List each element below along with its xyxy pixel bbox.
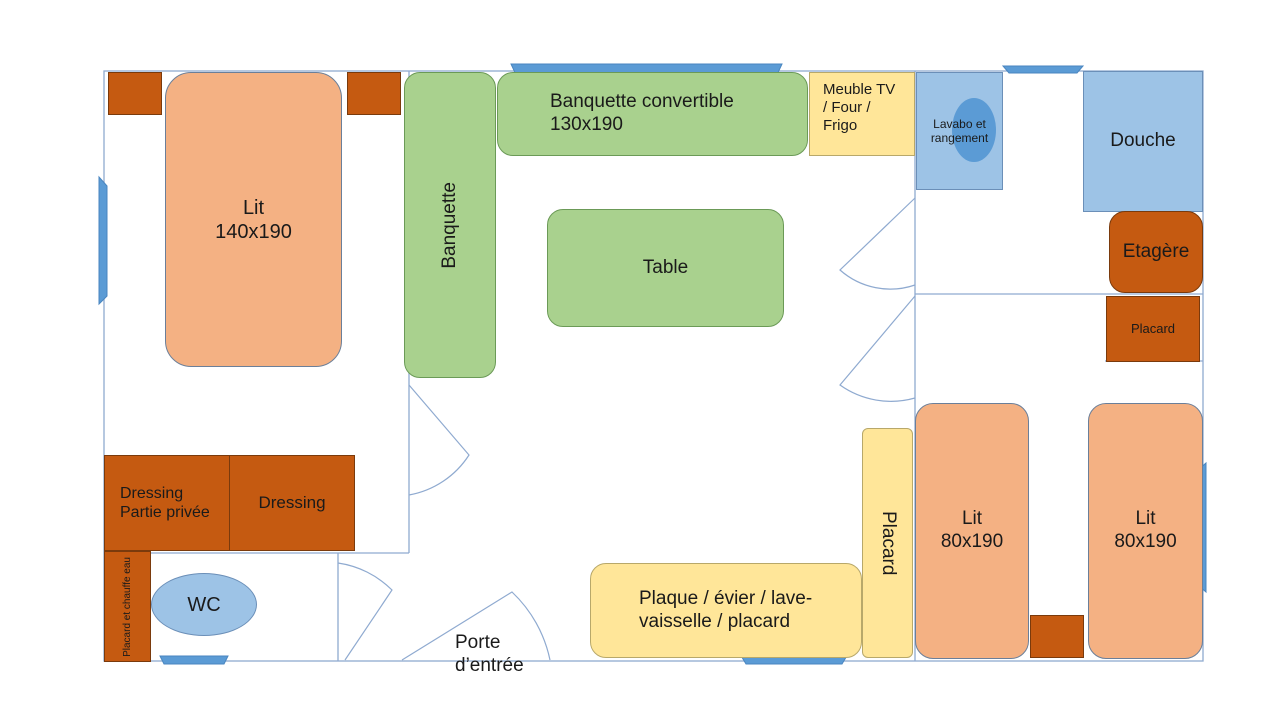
shower: Douche (1083, 71, 1203, 212)
bed-single-left-label: Lit (961, 508, 983, 530)
cupboard-label: Placard (1130, 321, 1176, 337)
tv-unit-line3: Frigo (823, 117, 858, 134)
shelf: Etagère (1109, 211, 1203, 293)
dressing-private-sub: Partie privée (120, 504, 210, 521)
placard-water-heater: Placard et chauffe eau (104, 551, 151, 662)
window-top-bath (1001, 65, 1085, 74)
bed-single-right-size: 80x190 (1114, 531, 1177, 552)
tv-unit-line1: Meuble TV (823, 81, 896, 98)
bench: Banquette (404, 72, 496, 378)
entry-label-line2: d’entrée (455, 654, 524, 676)
table-label: Table (642, 256, 689, 278)
window-bottom-wc (159, 655, 229, 665)
shelf-label: Etagère (1122, 240, 1190, 262)
door-swing-wc (337, 562, 393, 661)
storage-block (347, 72, 401, 115)
washbasin-sub: rangement (930, 131, 989, 145)
door-swing-bedroom (408, 384, 470, 496)
door-swing-bathroom (839, 197, 916, 290)
kitchen-counter-line2: vaisselle / placard (639, 610, 791, 632)
bed-double: Lit 140x190 (165, 72, 342, 367)
dressing-private-label: Dressing (120, 484, 184, 502)
bed-single-right: Lit 80x190 (1088, 403, 1203, 659)
tv-oven-fridge-unit: Meuble TV / Four / Frigo (809, 72, 915, 156)
storage-block (108, 72, 162, 115)
tall-cupboard: Placard (862, 428, 913, 658)
dining-table: Table (547, 209, 784, 327)
wc-label: WC (187, 593, 221, 616)
cupboard: Placard (1106, 296, 1200, 362)
bed-single-left-size: 80x190 (940, 531, 1004, 552)
bed-single-right-label: Lit (1135, 508, 1156, 530)
door-swing-entry (401, 591, 551, 661)
entry-door-label: Porte d’entrée (455, 632, 565, 690)
bench-label: Banquette (438, 181, 460, 269)
dressing-private: Dressing Partie privée (104, 455, 230, 551)
wc-bowl: WC (151, 573, 257, 636)
shower-label: Douche (1110, 130, 1176, 152)
sofa-bed-size: 130x190 (550, 114, 623, 135)
sofa-bed-label: Banquette convertible (550, 91, 734, 113)
door-swing-bedroom-2 (839, 295, 916, 402)
entry-label-line1: Porte (455, 632, 501, 653)
washbasin (952, 98, 996, 162)
placard-water-heater-label: Placard et chauffe eau (121, 556, 133, 657)
dressing-label: Dressing (258, 492, 326, 512)
washbasin-unit: Lavabo et rangement (916, 72, 1003, 190)
bed-label: Lit (242, 196, 265, 219)
nightstand (1030, 615, 1084, 658)
kitchen-counter: Plaque / évier / lave- vaisselle / placa… (590, 563, 862, 658)
dressing: Dressing (229, 455, 355, 551)
tv-unit-line2: / Four / (823, 99, 871, 116)
bed-single-left: Lit 80x190 (915, 403, 1029, 659)
kitchen-counter-line1: Plaque / évier / lave- (639, 587, 813, 609)
washbasin-label: Lavabo et (933, 116, 986, 131)
sofa-bed: Banquette convertible 130x190 (497, 72, 808, 156)
bed-size: 140x190 (215, 220, 292, 243)
tall-cupboard-label: Placard (877, 510, 899, 576)
window-left-bedroom (98, 175, 108, 306)
